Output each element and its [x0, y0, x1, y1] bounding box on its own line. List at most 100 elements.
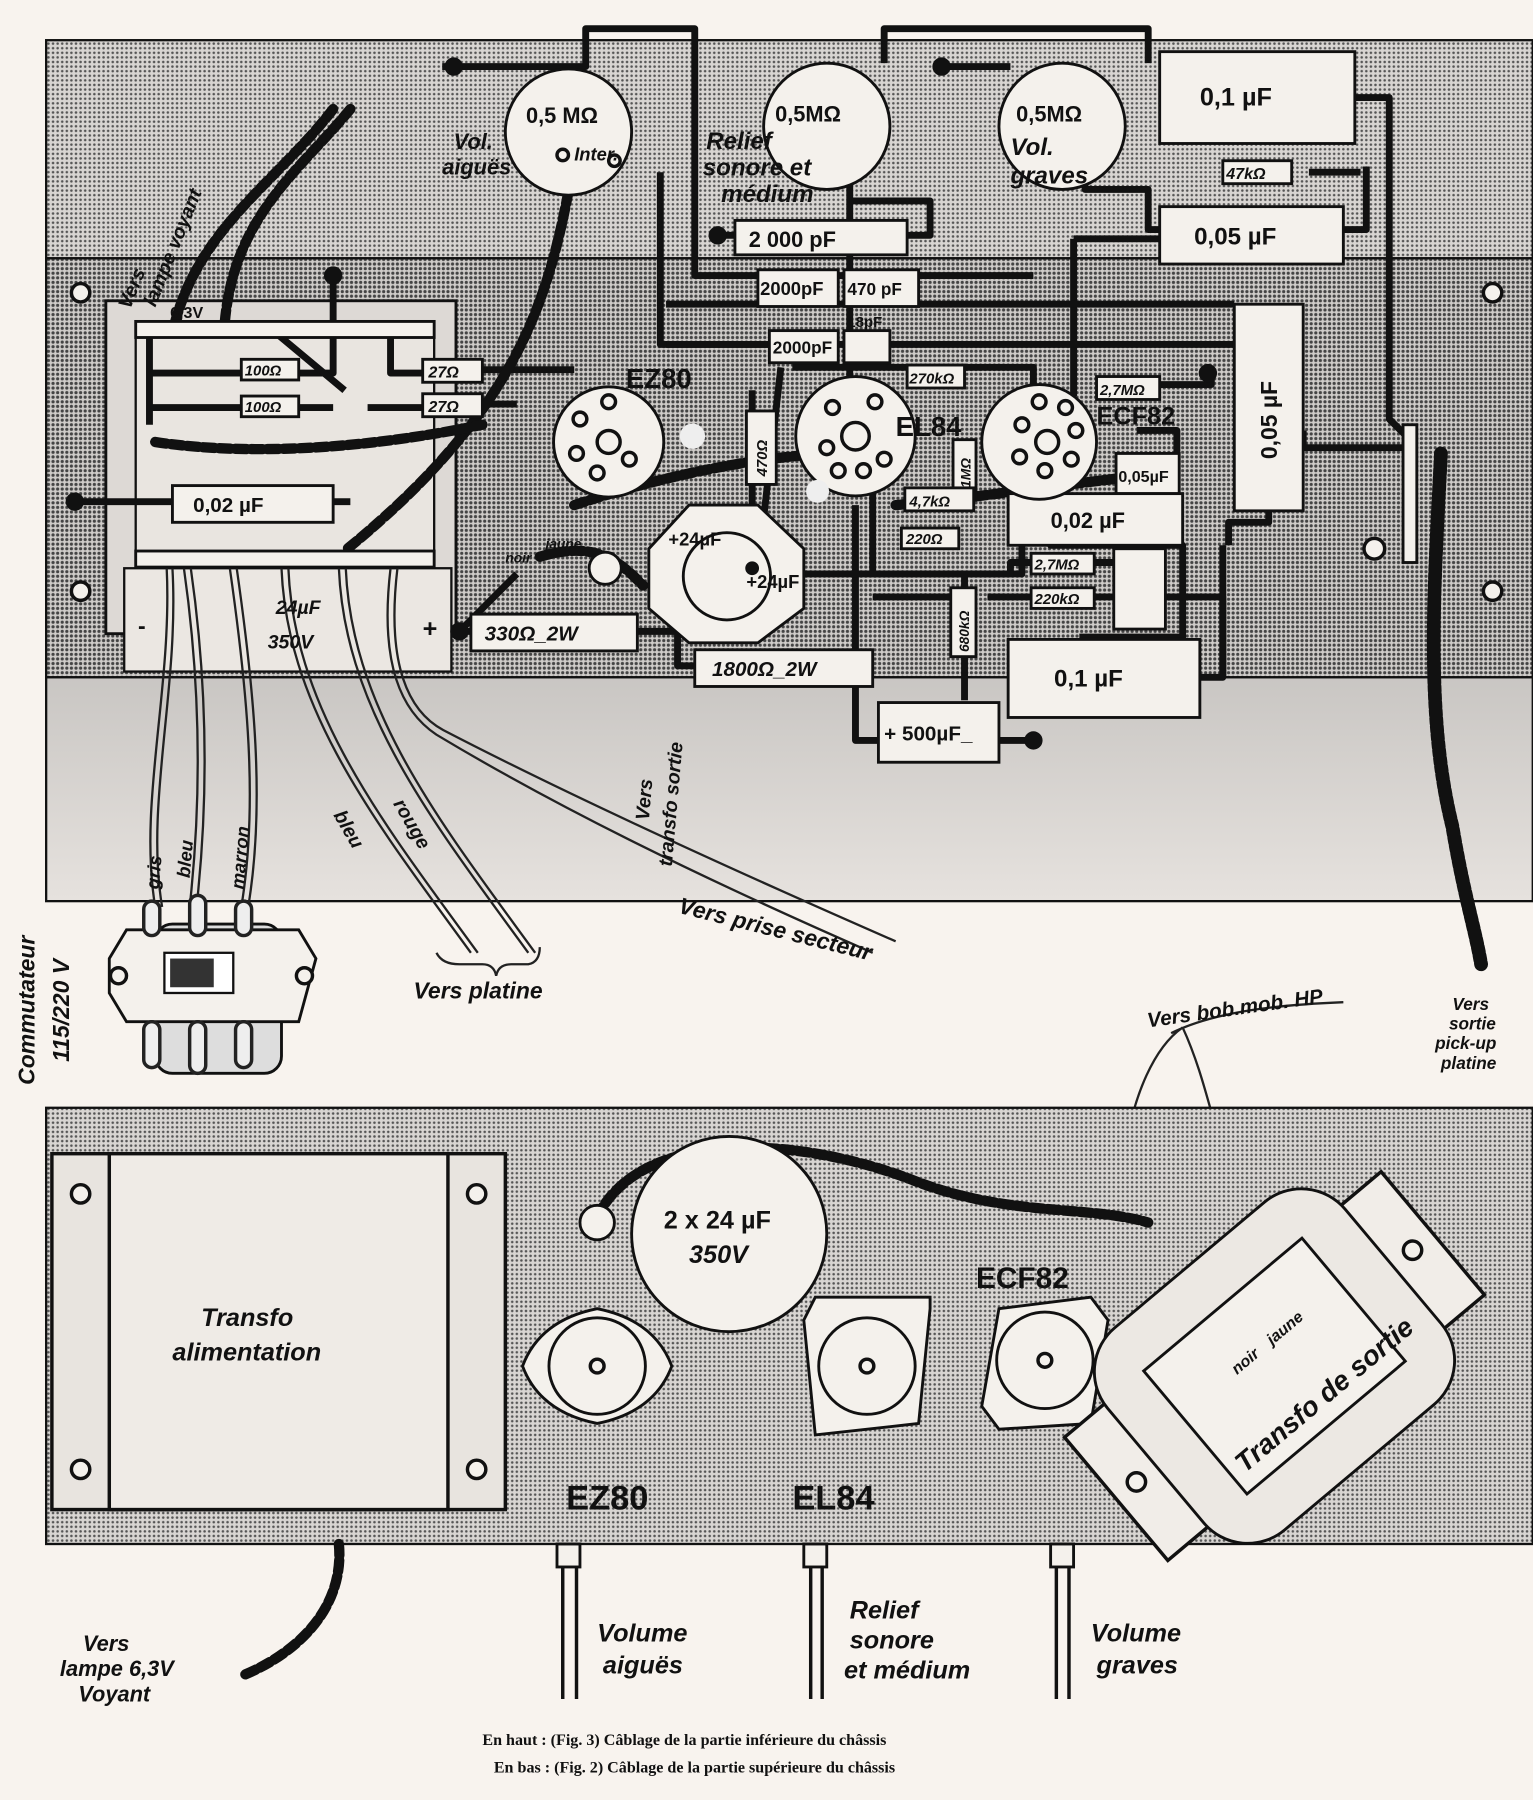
control-labels: Volume aiguës Relief sonore et médium Vo…	[597, 1597, 1181, 1685]
wire-label: noir	[505, 551, 532, 566]
note: Vers platine	[414, 978, 543, 1004]
voltage-selector-switch	[107, 893, 318, 1076]
pot-label: sonore et	[703, 155, 812, 182]
capacitor-label: 2000pF	[760, 278, 823, 299]
caption-line: En bas : (Fig. 2) Câblage de la partie s…	[494, 1759, 895, 1776]
resistor-label: 330Ω_2W	[485, 623, 580, 646]
pot-value: 0,5 MΩ	[526, 103, 598, 128]
tube-ecf82-top: ECF82	[976, 1262, 1110, 1431]
polarity-label: -	[138, 613, 146, 639]
control-label: aiguës	[603, 1652, 683, 1680]
wire-label: jaune	[544, 537, 582, 552]
resistor-label: 2,7MΩ	[1099, 382, 1145, 399]
resistor-label: 270kΩ	[908, 370, 954, 387]
tube-socket-ez80: EZ80	[552, 363, 692, 499]
tag-strip	[134, 319, 436, 569]
bottom-chassis: Transfo alimentation 2 x 24 µF 350V EZ80…	[45, 1106, 1533, 1706]
output-transformer: Transfo de sortie noir jaune	[1062, 1169, 1487, 1563]
resistor-label: 1MΩ	[958, 458, 973, 488]
grommet	[587, 550, 623, 586]
capacitor-label: 2 000 pF	[749, 227, 836, 252]
capacitor-label: 0,1 µF	[1200, 84, 1272, 112]
figure-caption: En haut : (Fig. 3) Câblage de la partie …	[482, 1732, 895, 1777]
top-chassis: 0,5 MΩ Vol. aiguës Inter. 0,5MΩ Relief s…	[14, 25, 1533, 1321]
tube-label: ECF82	[1097, 403, 1176, 431]
capacitor-label: 2 x 24 µF	[664, 1206, 771, 1234]
pot-label: Relief	[706, 128, 775, 155]
pot-label: aiguës	[442, 154, 511, 179]
pot-switch-label: Inter.	[574, 144, 618, 165]
resistor-label: 1800Ω_2W	[712, 658, 818, 681]
control-shafts	[555, 1542, 1076, 1699]
filter-capacitor-2x24uf: 2 x 24 µF 350V	[630, 1135, 829, 1334]
pot-value: 0,5MΩ	[1016, 102, 1082, 127]
chassis-hole	[806, 479, 830, 503]
pot-label: médium	[721, 181, 813, 208]
note: platine	[1440, 1053, 1497, 1073]
note: lampe 6,3V	[60, 1656, 176, 1681]
resistor-label: 2,7MΩ	[1034, 556, 1080, 573]
capacitor-label: 0,1 µF	[1054, 665, 1123, 692]
note: pick-up	[1434, 1033, 1496, 1053]
tube-label: EZ80	[626, 363, 692, 394]
capacitor-label: 470 pF	[847, 279, 902, 299]
pot-label: graves	[1009, 163, 1088, 190]
tube-label: EL84	[792, 1480, 874, 1518]
capacitor-label: + 500µF_	[884, 722, 973, 745]
resistor-label: 4,7kΩ	[908, 493, 950, 510]
note: Vers prise secteur	[676, 892, 876, 965]
note: Commutateur	[14, 935, 40, 1085]
capacitor-label: 350V	[689, 1241, 750, 1269]
control-label: sonore	[850, 1626, 934, 1654]
power-transformer: Transfo alimentation	[50, 1151, 508, 1512]
capacitor-label: 0,02 µF	[1051, 508, 1125, 533]
capacitor-label: 18pF	[847, 314, 882, 331]
twisted-wires	[150, 103, 1488, 972]
note: 115/220 V	[48, 957, 74, 1062]
caption-line: En haut : (Fig. 3) Câblage de la partie …	[482, 1732, 886, 1749]
resistor-label: 27Ω	[427, 398, 459, 416]
polarity-label: +	[423, 615, 438, 643]
control-label: Relief	[850, 1597, 921, 1625]
components: +24µF +24µF 0,1 µF 47kΩ 0,05 µF 2 000 pF…	[138, 50, 1357, 764]
note: Vers bob.mob. HP	[1146, 985, 1325, 1032]
tube-socket-el84: EL84	[794, 375, 963, 498]
note: Voyant	[78, 1681, 151, 1706]
pot-label: Vol.	[454, 129, 493, 154]
note: Vers	[1452, 994, 1489, 1014]
tube-ez80-top: EZ80	[521, 1307, 674, 1518]
pot-vol-aigues: 0,5 MΩ Vol. aiguës Inter.	[442, 67, 634, 197]
resistor-label: 220kΩ	[1034, 591, 1080, 608]
pot-vol-graves: 0,5MΩ Vol. graves	[997, 61, 1127, 191]
tube-label: ECF82	[976, 1262, 1069, 1295]
resistor-label: 27Ω	[427, 364, 459, 382]
wire-label: bleu	[173, 839, 197, 878]
note: Vers	[83, 1631, 129, 1656]
pickup-socket	[1401, 423, 1419, 564]
wire-label: gris	[142, 855, 166, 891]
control-label: graves	[1096, 1652, 1178, 1680]
pickup-socket-screw	[1362, 536, 1387, 561]
note: Vers	[632, 778, 658, 821]
capacitor-label: +24µF	[668, 528, 721, 549]
solder-junctions	[65, 57, 1218, 641]
tube-label: EL84	[896, 411, 963, 442]
capacitor-label: 350V	[268, 632, 316, 654]
pot-label: Vol.	[1010, 134, 1053, 161]
resistor-label: 680kΩ	[957, 610, 972, 652]
note: sortie	[1449, 1014, 1496, 1034]
resistor-label: 470Ω	[754, 440, 771, 478]
capacitor-label: +24µF	[746, 571, 799, 592]
tube-socket-ecf82: ECF82	[980, 383, 1176, 501]
chassis-hole	[679, 423, 706, 449]
resistor-label: 220Ω	[905, 531, 943, 548]
control-label: Volume	[1091, 1620, 1181, 1648]
resistor-label: 47kΩ	[1225, 165, 1266, 183]
tube-el84-top: EL84	[792, 1295, 932, 1518]
resistor-label: 100Ω	[245, 362, 282, 379]
capacitor-label: 0,05 µF	[1194, 224, 1276, 251]
transformer-label: Transfo	[201, 1304, 293, 1332]
capacitor-label: 0,05 µF	[1256, 381, 1282, 459]
